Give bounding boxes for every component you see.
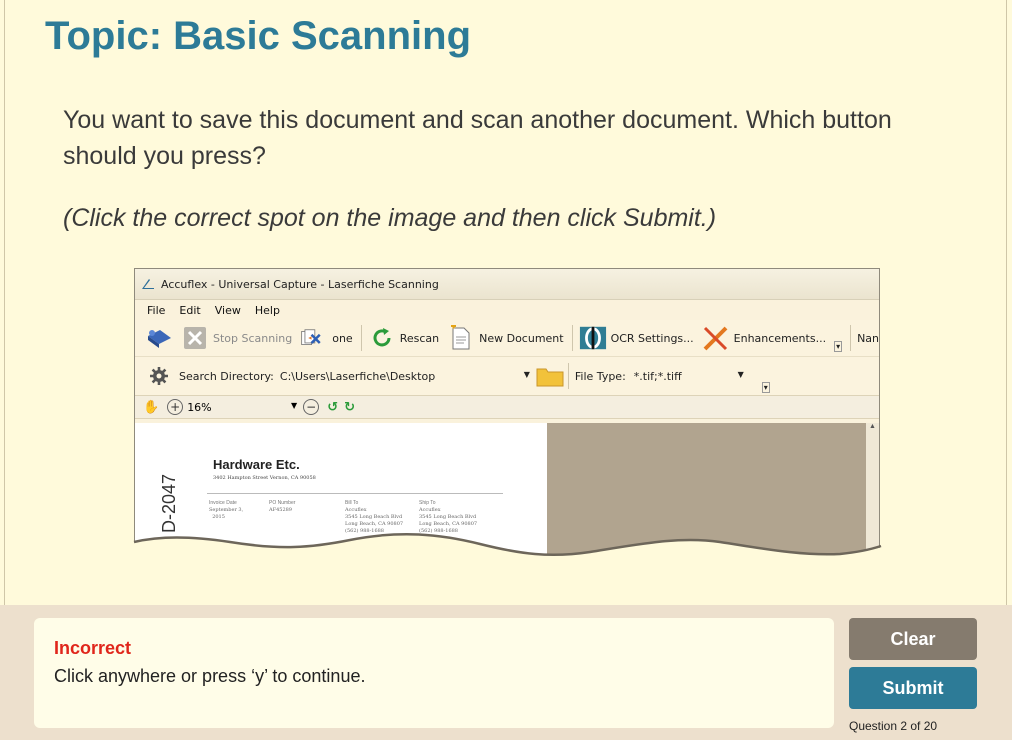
- document-divider: [207, 493, 503, 494]
- chevron-down-icon: ▼: [291, 400, 298, 410]
- search-directory-value: C:\Users\Laserfiche\Desktop: [279, 369, 436, 383]
- question-text: You want to save this document and scan …: [63, 106, 892, 170]
- document-page: D-2047 Hardware Etc. 3402 Hampton Street…: [135, 423, 547, 557]
- new-document-icon: [447, 325, 475, 351]
- enhancements-brush-icon: [702, 325, 730, 351]
- chevron-down-icon: ▼: [737, 369, 744, 379]
- zoom-out-icon[interactable]: −: [303, 399, 320, 415]
- search-toolbar: Search Directory: C:\Users\Laserfiche\De…: [135, 356, 879, 395]
- search-directory-dropdown[interactable]: C:\Users\Laserfiche\Desktop ▼: [280, 370, 530, 383]
- scan-button[interactable]: [145, 325, 173, 351]
- stop-scanning-label: Stop Scanning: [213, 331, 293, 345]
- ocr-settings-button[interactable]: OCR Settings...: [579, 325, 694, 351]
- window-titlebar: Accuflex - Universal Capture - Laserfich…: [135, 269, 879, 300]
- enhancements-label: Enhancements...: [733, 331, 827, 345]
- doc-col-po-number: PO Number AF45289: [269, 500, 296, 513]
- slide-frame: [4, 0, 1007, 605]
- enhancements-button[interactable]: Enhancements...: [702, 325, 826, 351]
- stop-scanning-button[interactable]: Stop Scanning: [181, 325, 292, 351]
- feedback-panel[interactable]: Incorrect Click anywhere or press ‘y’ to…: [34, 618, 834, 728]
- new-document-button[interactable]: New Document: [447, 325, 564, 351]
- file-type-label: File Type:: [574, 369, 626, 383]
- rescan-arrow-icon: [368, 325, 396, 351]
- menu-file[interactable]: File: [147, 303, 166, 317]
- document-company: Hardware Etc.: [213, 457, 300, 472]
- done-button[interactable]: one: [300, 325, 353, 351]
- instruction-text: (Click the correct spot on the image and…: [63, 204, 717, 232]
- question-counter: Question 2 of 20: [849, 719, 938, 733]
- done-pages-icon: [300, 325, 328, 351]
- name-button-truncated[interactable]: Nan: [857, 331, 880, 345]
- submit-button[interactable]: Submit: [849, 667, 977, 709]
- toolbar-divider: [360, 325, 362, 351]
- file-type-dropdown[interactable]: *.tif;*.tiff ▼: [634, 370, 744, 383]
- feedback-status: Incorrect: [54, 638, 132, 658]
- ocr-icon: [579, 325, 607, 351]
- zoom-in-icon[interactable]: +: [167, 399, 184, 415]
- vertical-scrollbar[interactable]: ▲: [866, 423, 879, 557]
- folder-icon[interactable]: [536, 363, 564, 389]
- done-label: one: [332, 331, 353, 345]
- gear-icon[interactable]: [145, 363, 173, 389]
- menu-help[interactable]: Help: [254, 303, 280, 317]
- stop-x-icon: [181, 325, 209, 351]
- toolbar-divider: [567, 363, 569, 389]
- file-type-value: *.tif;*.tiff: [633, 369, 682, 383]
- toolbar-divider: [571, 325, 573, 351]
- scanning-app-screenshot[interactable]: Accuflex - Universal Capture - Laserfich…: [134, 268, 880, 558]
- rescan-button[interactable]: Rescan: [368, 325, 439, 351]
- feedback-message: Click anywhere or press ‘y’ to continue.: [54, 666, 366, 686]
- zoom-value: 16%: [187, 400, 212, 414]
- rotate-left-icon[interactable]: ↺: [327, 399, 339, 415]
- doc-col-invoice-date: Invoice Date September 3, 2015: [209, 500, 244, 520]
- document-viewer[interactable]: D-2047 Hardware Etc. 3402 Hampton Street…: [135, 423, 879, 557]
- toolbar-overflow-icon[interactable]: ▾: [834, 341, 843, 352]
- search-directory-label: Search Directory:: [179, 369, 274, 383]
- torn-edge-decoration: [120, 532, 900, 580]
- new-document-label: New Document: [479, 331, 564, 345]
- menu-view[interactable]: View: [214, 303, 241, 317]
- zoom-dropdown[interactable]: 16% ▼: [187, 401, 297, 414]
- hand-pan-icon[interactable]: ✋: [143, 399, 160, 415]
- scroll-up-icon[interactable]: ▲: [869, 423, 876, 430]
- ocr-settings-label: OCR Settings...: [610, 331, 694, 345]
- toolbar-overflow-icon[interactable]: ▾: [761, 382, 770, 393]
- document-address: 3402 Hampton Street Vernon, CA 90058: [213, 475, 316, 481]
- app-logo-icon: [142, 279, 154, 289]
- scanner-icon: [145, 325, 173, 351]
- toolbar-divider: [850, 325, 852, 351]
- rescan-label: Rescan: [399, 331, 440, 345]
- window-title: Accuflex - Universal Capture - Laserfich…: [161, 277, 439, 291]
- clear-button[interactable]: Clear: [849, 618, 977, 660]
- page-title: Topic: Basic Scanning: [45, 14, 471, 58]
- chevron-down-icon: ▼: [523, 369, 530, 379]
- viewer-toolbar: ✋ + 16% ▼ − ↺ ↻: [135, 395, 879, 419]
- menu-bar: File Edit View Help: [135, 300, 879, 320]
- scan-toolbar: Stop Scanning one Rescan New Document: [135, 320, 879, 356]
- rotate-right-icon[interactable]: ↻: [344, 399, 355, 415]
- menu-edit[interactable]: Edit: [179, 303, 201, 317]
